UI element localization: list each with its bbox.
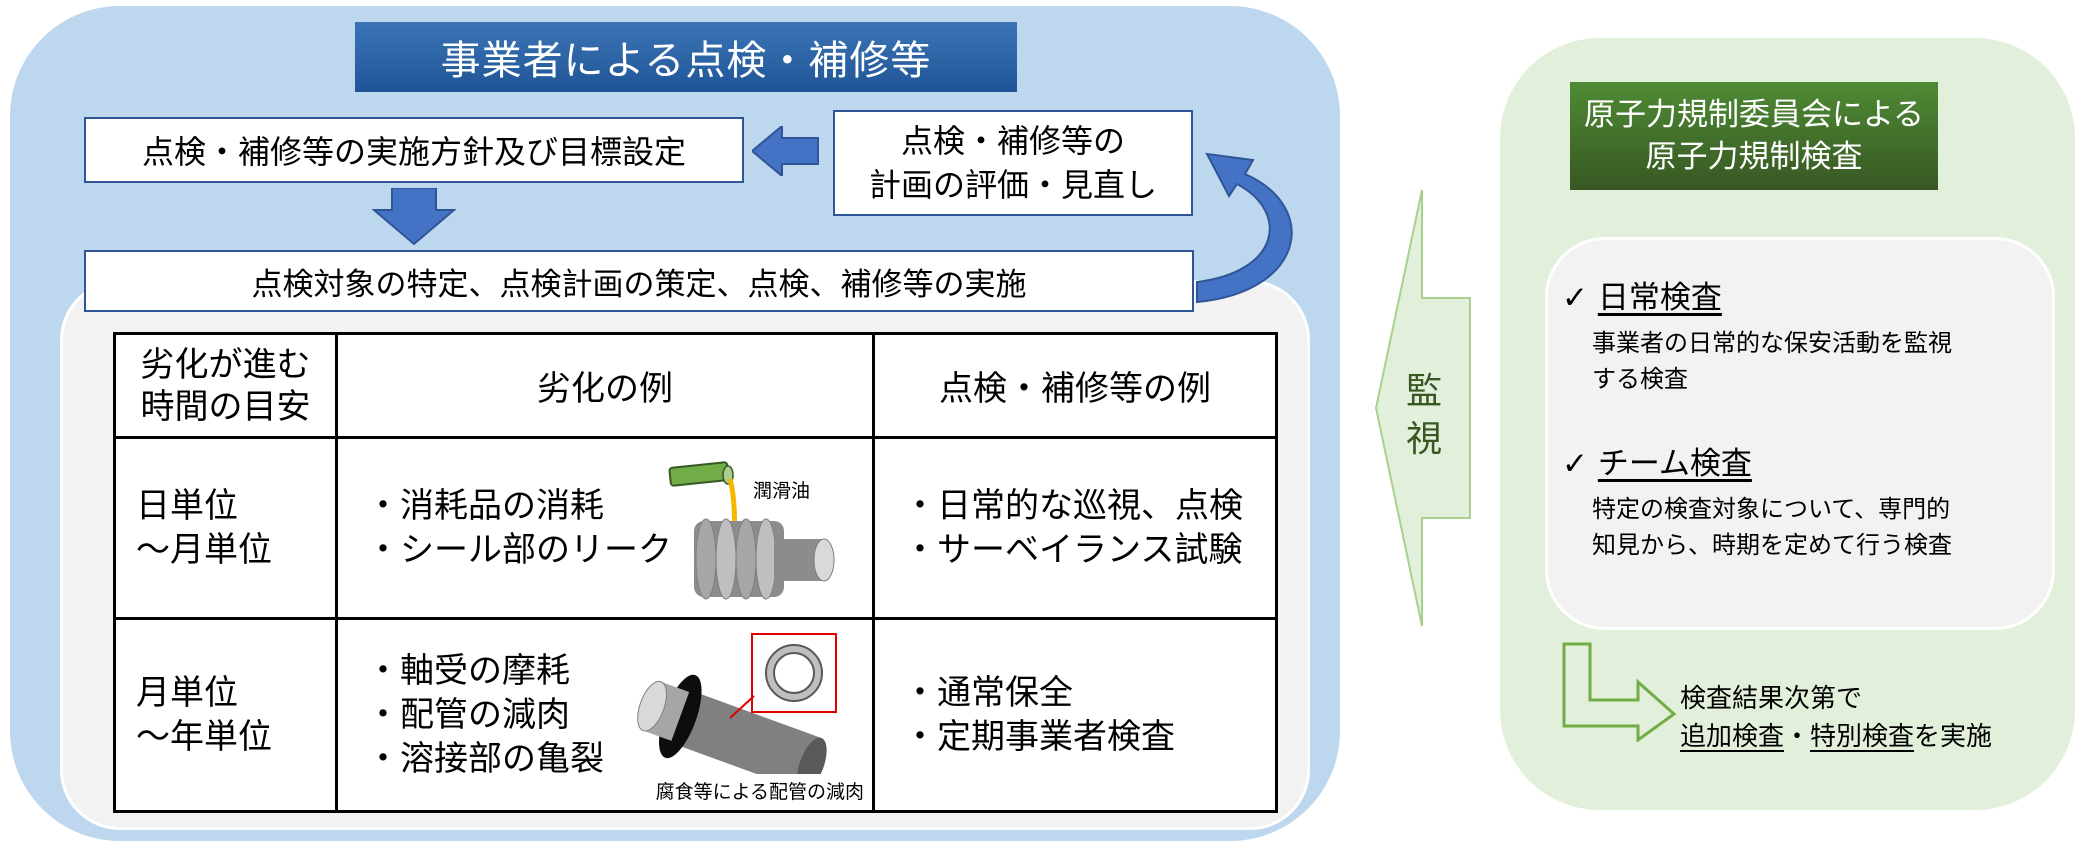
lubrication-oil-illustration bbox=[668, 461, 835, 600]
regulator-title: 原子力規制委員会による 原子力規制検査 bbox=[1570, 82, 1938, 190]
checkmark-icon: ✓ bbox=[1562, 446, 1588, 482]
row2-degradations: ・軸受の摩耗 ・配管の減肉 ・溶接部の亀裂 腐食等による配管の減肉 bbox=[335, 617, 875, 813]
evaluation-line1: 点検・補修等の bbox=[900, 122, 1125, 160]
evaluation-line2: 計画の評価・見直し bbox=[868, 166, 1157, 204]
operator-title: 事業者による点検・補修等 bbox=[355, 22, 1017, 92]
row1-time-scale: 日単位 ～月単位 bbox=[113, 436, 338, 620]
bent-arrow-icon bbox=[1562, 642, 1677, 742]
daily-inspection-desc: 事業者の日常的な保安活動を監視 する検査 bbox=[1592, 329, 1952, 393]
pipe-thinning-label: 腐食等による配管の減肉 bbox=[655, 781, 864, 803]
additional-inspection-note: 検査結果次第で 追加検査・特別検査を実施 bbox=[1680, 684, 1993, 752]
list-item: ・溶接部の亀裂 bbox=[366, 739, 604, 779]
team-inspection-title: チーム検査 bbox=[1597, 446, 1752, 482]
evaluation-box: 点検・補修等の 計画の評価・見直し bbox=[833, 110, 1193, 216]
list-item: ・軸受の摩耗 bbox=[366, 651, 570, 691]
curved-feedback-arrow-icon bbox=[1196, 152, 1293, 304]
policy-box: 点検・補修等の実施方針及び目標設定 bbox=[84, 117, 744, 183]
row2-time-scale: 月単位 ～年単位 bbox=[113, 617, 338, 813]
header-time-scale: 劣化が進む 時間の目安 bbox=[113, 332, 338, 439]
implementation-box: 点検対象の特定、点検計画の策定、点検、補修等の実施 bbox=[84, 250, 1194, 312]
checkmark-icon: ✓ bbox=[1562, 280, 1588, 316]
row1-degradations: ・消耗品の消耗 ・シール部のリーク 潤滑油 bbox=[335, 436, 875, 620]
table-row: 月単位 ～年単位 ・軸受の摩耗 ・配管の減肉 ・溶接部の亀裂 bbox=[113, 617, 1278, 813]
table-header-row: 劣化が進む 時間の目安 劣化の例 点検・補修等の例 bbox=[113, 332, 1278, 439]
additional-inspection: 追加検査 bbox=[1680, 722, 1785, 752]
special-inspection: 特別検査 bbox=[1810, 722, 1915, 752]
arrow-down-icon bbox=[372, 188, 456, 246]
list-item: ・消耗品の消耗 bbox=[366, 486, 604, 526]
row2-inspections: ・通常保全 ・定期事業者検査 bbox=[872, 617, 1278, 813]
list-item: ・配管の減肉 bbox=[366, 695, 570, 735]
team-inspection-item: ✓ チーム検査 特定の検査対象について、専門的 知見から、時期を定めて行う検査 bbox=[1562, 438, 1952, 563]
list-item: ・通常保全 bbox=[903, 673, 1073, 713]
lubrication-oil-label: 潤滑油 bbox=[752, 480, 810, 502]
monitoring-label: 監 視 bbox=[1406, 371, 1443, 460]
list-item: ・サーベイランス試験 bbox=[903, 530, 1243, 570]
table-row: 日単位 ～月単位 ・消耗品の消耗 ・シール部のリーク 潤滑油 ・日常的な巡視、 bbox=[113, 436, 1278, 620]
header-inspection-examples: 点検・補修等の例 bbox=[872, 332, 1278, 439]
monitoring-arrow-icon bbox=[1374, 189, 1471, 627]
list-item: ・シール部のリーク bbox=[366, 530, 672, 570]
list-item: ・定期事業者検査 bbox=[903, 717, 1175, 757]
daily-inspection-title: 日常検査 bbox=[1597, 280, 1722, 316]
pipe-thinning-illustration bbox=[637, 633, 837, 774]
team-inspection-desc: 特定の検査対象について、専門的 知見から、時期を定めて行う検査 bbox=[1592, 495, 1952, 559]
row1-inspections: ・日常的な巡視、点検 ・サーベイランス試験 bbox=[872, 436, 1278, 620]
degradation-table: 劣化が進む 時間の目安 劣化の例 点検・補修等の例 日単位 ～月単位 ・消耗品の… bbox=[113, 332, 1278, 813]
daily-inspection-item: ✓ 日常検査 事業者の日常的な保安活動を監視 する検査 bbox=[1562, 272, 1952, 397]
list-item: ・日常的な巡視、点検 bbox=[903, 486, 1243, 526]
inspection-types-box bbox=[1545, 237, 2055, 630]
arrow-left-icon bbox=[752, 126, 819, 176]
header-degradation-examples: 劣化の例 bbox=[335, 332, 875, 439]
